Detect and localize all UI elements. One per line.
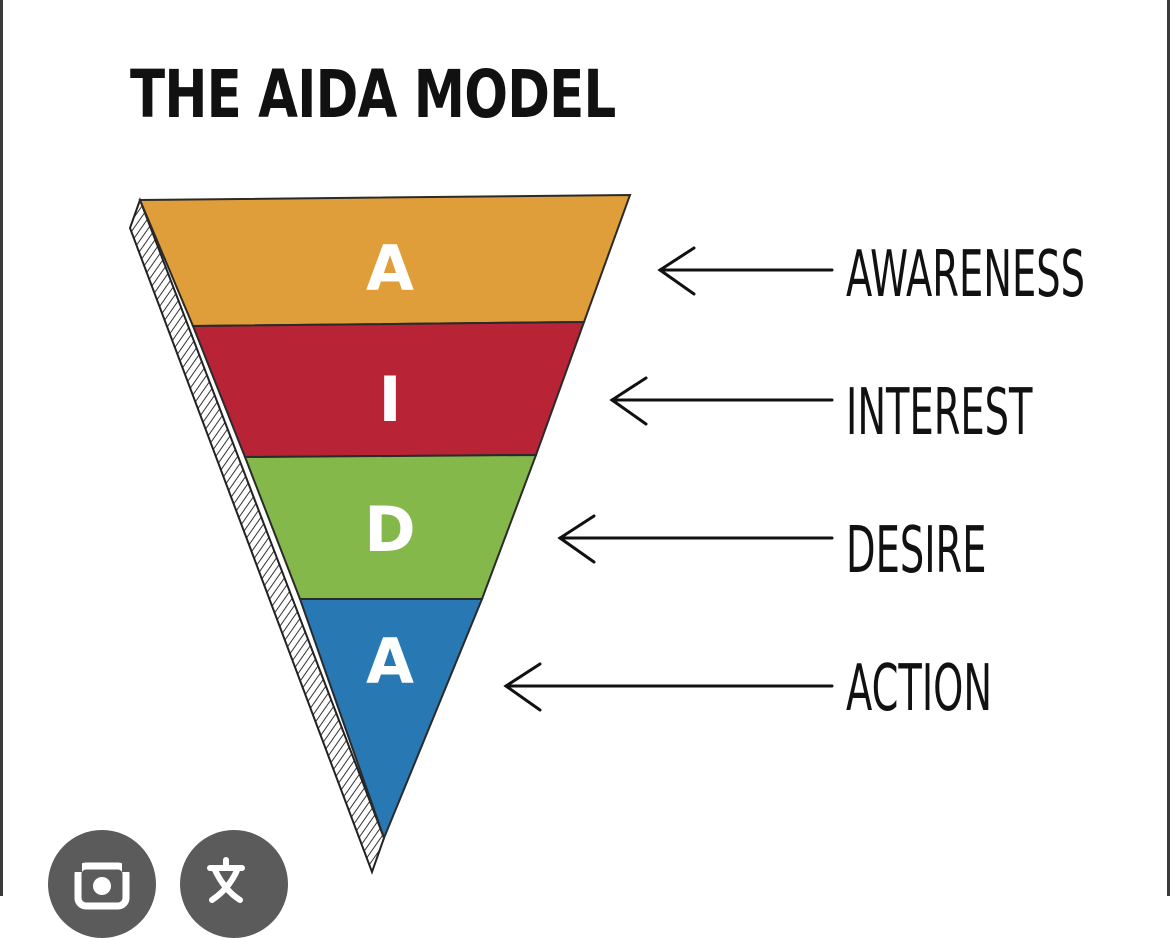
aida-diagram: A I D A AWARENESS INTEREST DESIRE ACTION	[128, 193, 1085, 875]
funnel-band-action	[298, 598, 484, 841]
stage-label-action: ACTION	[846, 652, 992, 726]
translate-button[interactable]	[180, 830, 288, 938]
funnel-letter-desire: D	[364, 493, 415, 566]
diagram-title: THE AIDA MODEL	[130, 56, 616, 133]
stage-label-desire: DESIRE	[846, 514, 986, 588]
funnel-letter-interest: I	[378, 363, 401, 436]
arrow-desire	[557, 514, 834, 564]
arrow-action	[503, 662, 834, 712]
arrow-awareness	[657, 246, 834, 296]
translate-icon	[207, 857, 245, 903]
lens-search-button[interactable]	[48, 830, 156, 938]
camera-search-icon	[70, 860, 134, 910]
funnel-side-bevel	[128, 197, 386, 875]
arrow-interest	[609, 376, 834, 426]
stage-label-interest: INTEREST	[846, 376, 1033, 450]
funnel-letter-awareness: A	[366, 232, 414, 305]
funnel-letter-action: A	[366, 625, 414, 698]
stage-label-awareness: AWARENESS	[846, 238, 1085, 312]
image-frame	[0, 0, 1170, 896]
